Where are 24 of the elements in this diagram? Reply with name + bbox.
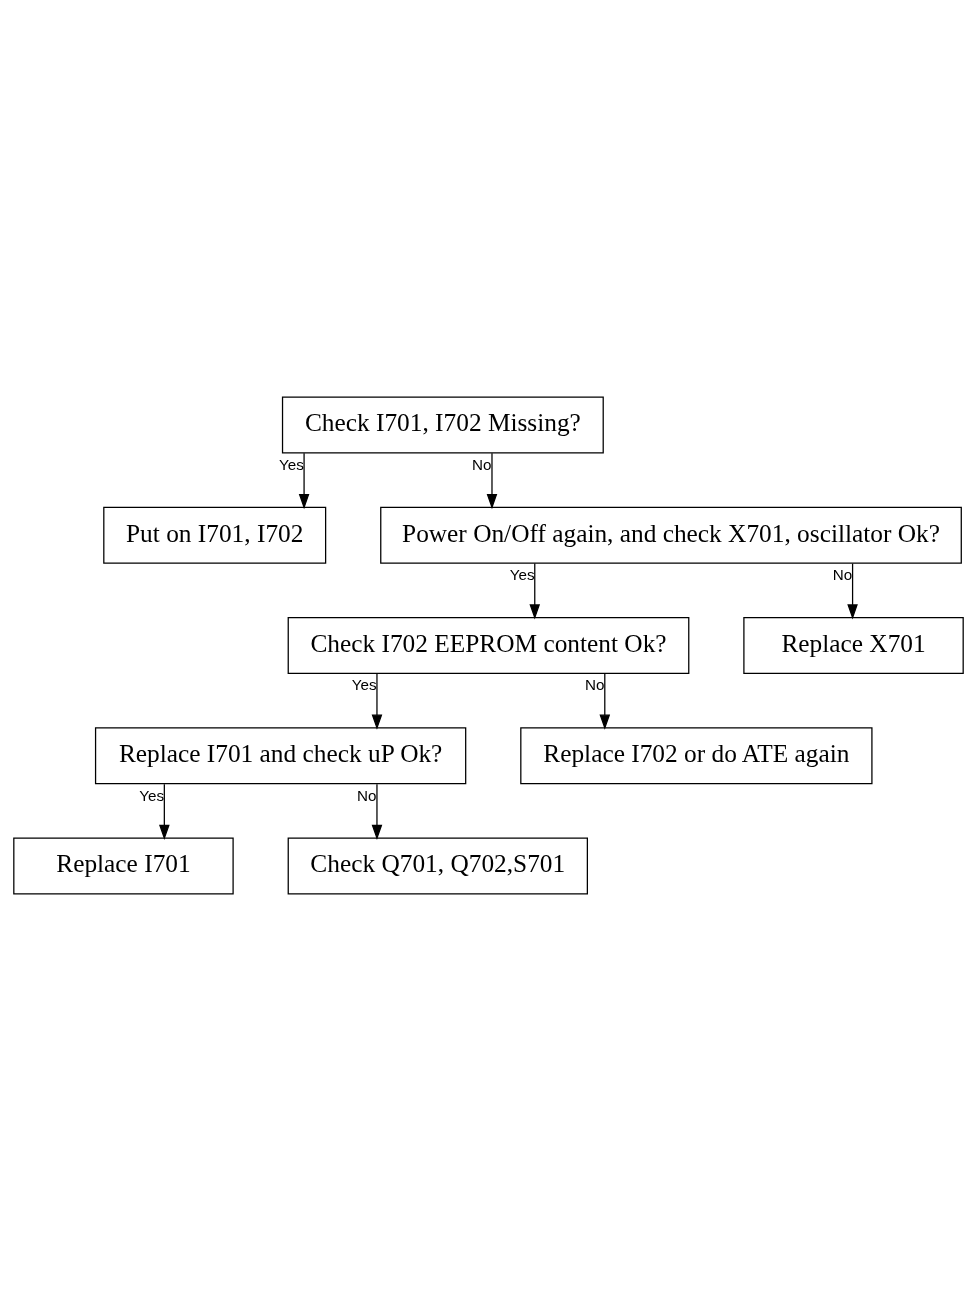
arrow bbox=[529, 562, 541, 619]
arrow bbox=[371, 672, 383, 730]
node-box: Power On/Off again, and check X701, oscillator Ok? bbox=[380, 506, 962, 564]
node-box: Check I702 EEPROM content Ok? bbox=[287, 616, 690, 674]
node-box: Check Q701, Q702,S701 bbox=[287, 837, 588, 895]
arrow bbox=[847, 562, 858, 619]
edge-label: No bbox=[832, 565, 853, 583]
node-box: Replace I701 bbox=[13, 837, 234, 895]
edge-label: Yes bbox=[351, 675, 377, 693]
node-box: Put on I701, I702 bbox=[103, 506, 327, 564]
arrow bbox=[298, 452, 310, 509]
arrow bbox=[599, 672, 611, 730]
edge-label: Yes bbox=[509, 565, 535, 583]
edge-label: No bbox=[357, 786, 377, 803]
node-box: Check I701, I702 Missing? bbox=[281, 395, 604, 453]
edge-label: No bbox=[584, 675, 605, 693]
node-box: Replace X701 bbox=[743, 616, 964, 674]
arrow bbox=[371, 783, 383, 840]
edge-label: No bbox=[472, 455, 492, 473]
edge-label: Yes bbox=[139, 786, 165, 803]
node-box: Replace I701 and check uP Ok? bbox=[94, 726, 467, 784]
arrow bbox=[159, 783, 170, 840]
node-box: Replace I702 or do ATE again bbox=[520, 726, 873, 784]
arrow bbox=[486, 452, 498, 509]
